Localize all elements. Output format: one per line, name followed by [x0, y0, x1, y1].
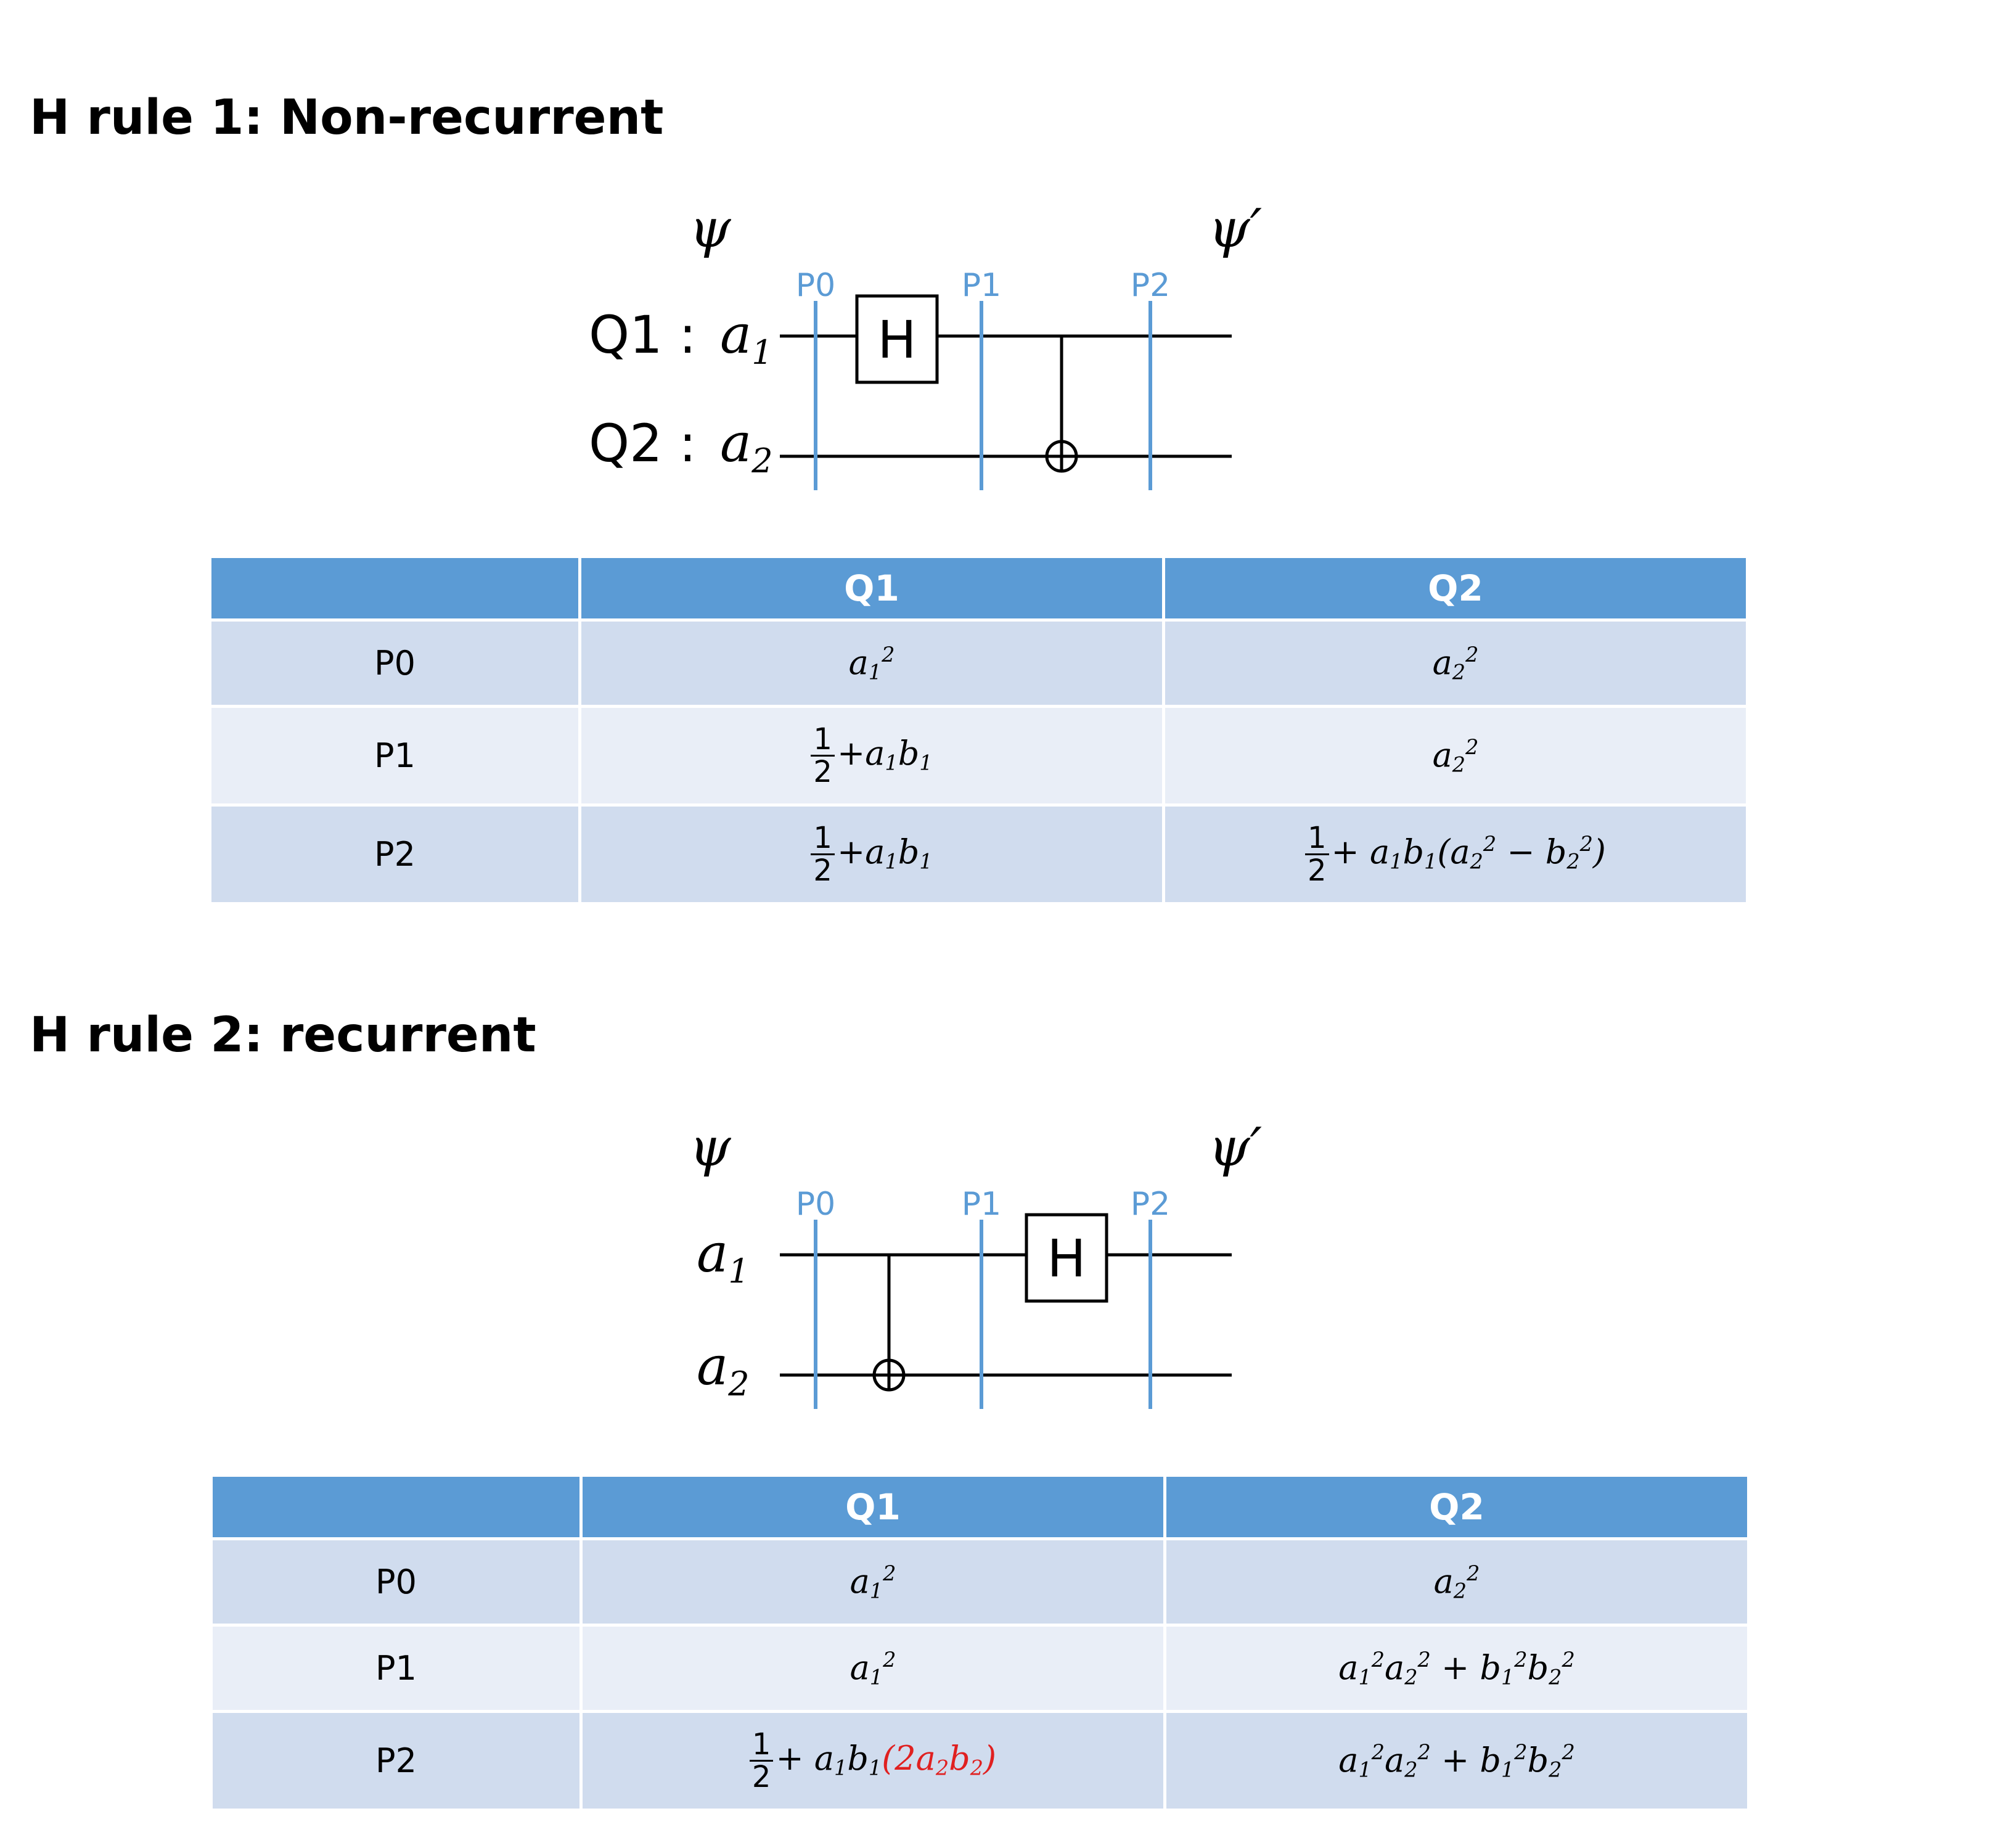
table-header-q2: Q2 — [1162, 555, 1749, 622]
cell-q2: a22 — [1162, 705, 1749, 807]
row-label: P1 — [210, 1624, 583, 1713]
circuit-1: ψ ψ′ Q1 : a1 Q2 : a2 H P0 P1 P2 — [589, 198, 1262, 490]
table-header-q2: Q2 — [1163, 1474, 1750, 1540]
cell-q2: a22 — [1162, 618, 1749, 708]
cell-q2: a22 — [1163, 1537, 1750, 1627]
cell-q2: a12a22 + b12b22 — [1163, 1710, 1750, 1812]
circuit-2: ψ ψ′ a1 a2 H P0 P1 P2 — [689, 1117, 1262, 1409]
qubit-1-amplitude: a1 — [720, 304, 773, 372]
table-header-row: Q1 Q2 — [210, 1474, 1750, 1540]
highlighted-term: (2a2b2) — [882, 1738, 997, 1780]
probability-table-2: Q1 Q2 P0 a12 a22 P1 a12 a12a22 + b12b22 … — [210, 1474, 1750, 1812]
h-gate — [1025, 1213, 1108, 1303]
table-header-q1: Q1 — [579, 1474, 1166, 1540]
probe-label-p1: P1 — [962, 267, 1001, 304]
h-gate — [855, 294, 939, 384]
h-gate-label: H — [1047, 1228, 1086, 1289]
row-label: P2 — [208, 803, 581, 905]
table-header-corner — [210, 1474, 583, 1540]
cell-q1: a12 — [579, 1624, 1166, 1713]
probe-label-p0: P0 — [796, 1186, 835, 1223]
table-row: P0 a12 a22 — [208, 618, 1749, 708]
section-1-title: H rule 1: Non-recurrent — [30, 90, 664, 146]
psi-out-label: ψ′ — [1208, 198, 1262, 260]
table-row: P0 a12 a22 — [210, 1537, 1750, 1627]
qubit-1-label: Q1 : — [589, 305, 697, 365]
probe-label-p0: P0 — [796, 267, 835, 304]
qubit-2-amplitude: a2 — [720, 413, 773, 480]
section-2-title: H rule 2: recurrent — [30, 1008, 536, 1063]
table-header-row: Q1 Q2 — [208, 555, 1749, 622]
psi-in-label: ψ — [689, 198, 732, 260]
row-label: P0 — [208, 618, 581, 708]
psi-out-label: ψ′ — [1208, 1117, 1262, 1178]
cell-q2: a12a22 + b12b22 — [1163, 1624, 1750, 1713]
probe-label-p2: P2 — [1131, 1186, 1170, 1223]
h-gate-label: H — [877, 310, 916, 370]
row-label: P1 — [208, 705, 581, 807]
probe-label-p2: P2 — [1131, 267, 1170, 304]
row-label: P2 — [210, 1710, 583, 1812]
table-header-q1: Q1 — [578, 555, 1165, 622]
cell-q1: a12 — [579, 1537, 1166, 1627]
qubit-2-amplitude: a2 — [697, 1336, 750, 1403]
table-row: P1 a12 a12a22 + b12b22 — [210, 1624, 1750, 1713]
qubit-2-label: Q2 : — [589, 413, 697, 474]
cell-q1: a12 — [578, 618, 1165, 708]
table-header-corner — [208, 555, 581, 622]
qubit-1-amplitude: a1 — [697, 1223, 750, 1291]
probe-label-p1: P1 — [962, 1186, 1001, 1223]
row-label: P0 — [210, 1537, 583, 1627]
psi-in-label: ψ — [689, 1117, 732, 1178]
